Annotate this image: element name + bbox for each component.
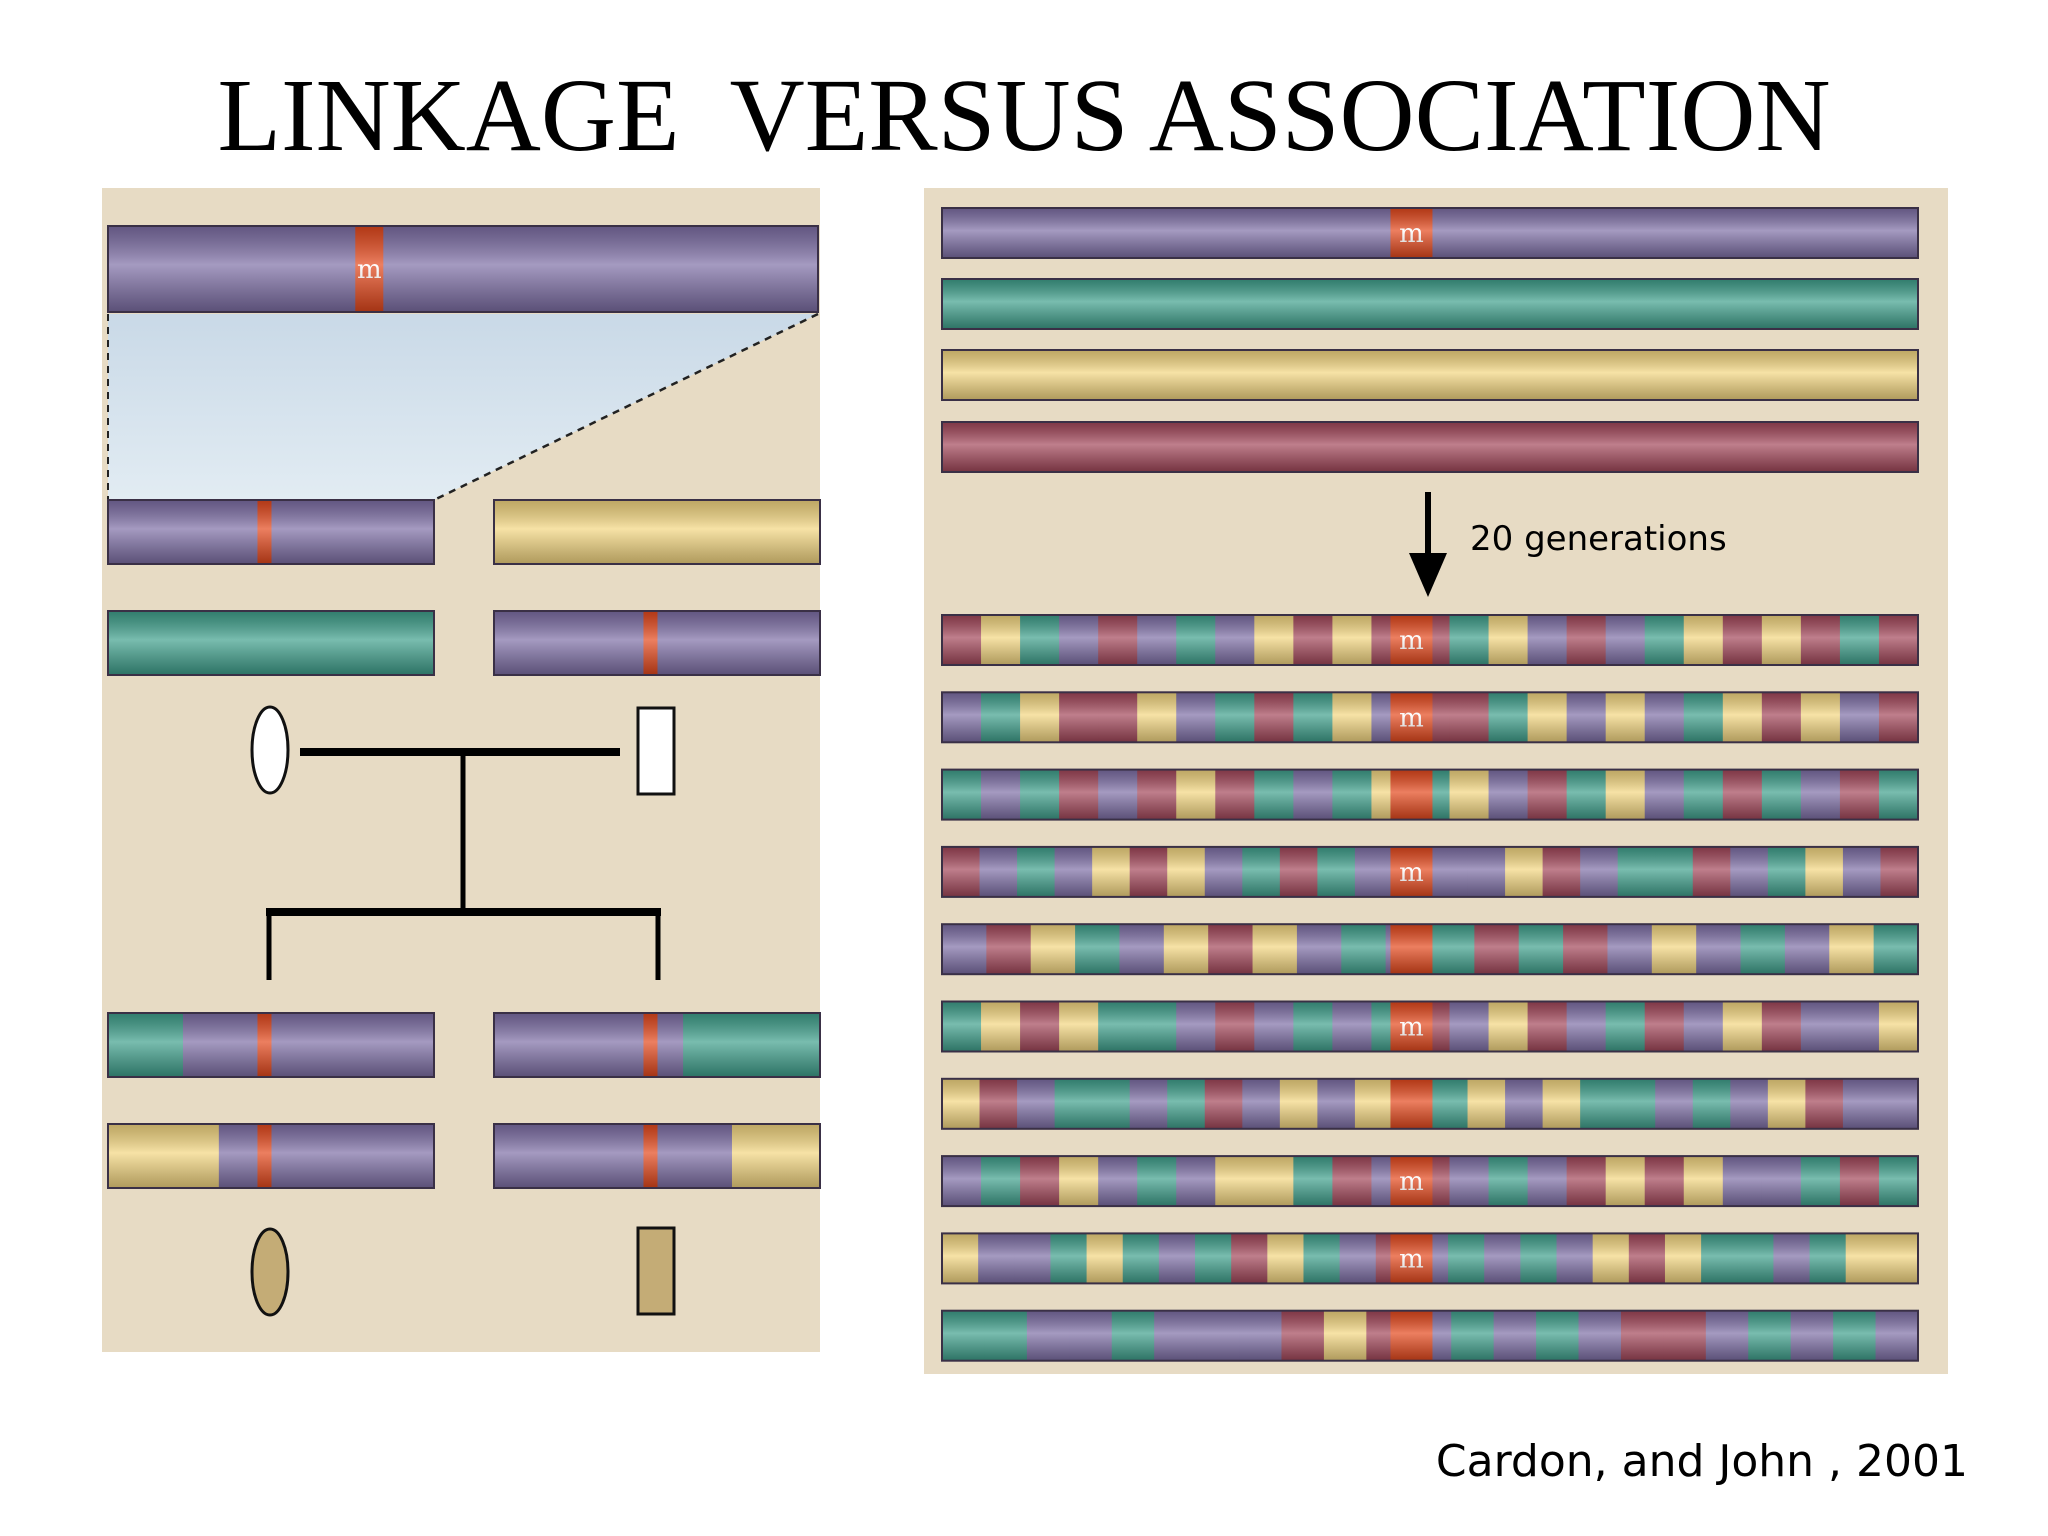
chromosome-outline — [941, 691, 1919, 744]
descendant-chromosome — [941, 1309, 1919, 1362]
page-title: LINKAGE VERSUS ASSOCIATION — [217, 58, 1831, 173]
founder-chromosome — [941, 421, 1919, 473]
chromosome-outline — [941, 614, 1919, 666]
male-parent-symbol — [636, 706, 676, 796]
chromosome-outline — [941, 1077, 1919, 1130]
child-chromosome — [493, 1123, 821, 1189]
descendant-chromosome — [941, 1077, 1919, 1130]
chromosome-outline — [941, 207, 1919, 259]
founder-chromosome: m — [941, 207, 1919, 259]
chromosome-shading — [942, 1233, 1918, 1284]
chromosome-outline — [107, 499, 435, 565]
chromosome-outline — [941, 923, 1919, 976]
founder-chromosome — [941, 278, 1919, 330]
citation: Cardon, and John , 2001 — [1435, 1436, 1968, 1487]
chromosome-shading — [942, 350, 1918, 400]
zoom-region — [108, 314, 818, 500]
chromosome-shading — [494, 1013, 820, 1077]
arrow-label: 20 generations — [1470, 519, 1727, 559]
chromosome-shading — [942, 1310, 1918, 1361]
chromosome-shading — [942, 1156, 1918, 1207]
chromosome-outline — [941, 1309, 1919, 1362]
linkage-figure: m — [107, 225, 821, 1317]
chromosome-outline — [493, 610, 821, 676]
founder-chromosome — [941, 349, 1919, 401]
female-parent-symbol — [250, 705, 290, 795]
chromosome-shading — [494, 1124, 820, 1188]
chromosome-shading — [108, 1124, 434, 1188]
chromosome-shading — [942, 208, 1918, 258]
parent-chromosome — [493, 499, 821, 565]
chromosome-outline — [941, 421, 1919, 473]
source-chromosome: m — [107, 225, 819, 313]
descendant-chromosome: m — [941, 1232, 1919, 1285]
chromosome-shading — [942, 846, 1918, 897]
child-chromosome — [493, 1012, 821, 1078]
chromosome-outline — [107, 610, 435, 676]
chromosome-shading — [942, 615, 1918, 665]
chromosome-outline — [941, 1000, 1919, 1053]
chromosome-outline — [107, 1012, 435, 1078]
descendant-chromosome: m — [941, 1000, 1919, 1053]
affected-male-symbol — [636, 1226, 676, 1316]
descendant-chromosome: m — [941, 1155, 1919, 1208]
chromosome-shading — [494, 500, 820, 564]
chromosome-shading — [108, 611, 434, 675]
chromosome-shading — [942, 1001, 1918, 1052]
chromosome-outline — [493, 1123, 821, 1189]
descendant-chromosome: m — [941, 691, 1919, 744]
chromosome-outline — [941, 1155, 1919, 1208]
affected-female-symbol — [250, 1227, 290, 1317]
chromosome-shading — [108, 226, 818, 312]
descendant-chromosome: m — [941, 845, 1919, 898]
chromosome-outline — [941, 278, 1919, 330]
parent-chromosome — [493, 610, 821, 676]
generations-arrow — [1409, 492, 1447, 597]
zoom-edge-right — [433, 312, 819, 502]
parent-chromosome — [107, 499, 435, 565]
chromosome-outline — [493, 499, 821, 565]
chromosome-outline — [107, 225, 819, 313]
chromosome-outline — [941, 349, 1919, 401]
chromosome-shading — [942, 422, 1918, 472]
chromosome-outline — [941, 845, 1919, 898]
descendant-chromosome: m — [941, 614, 1919, 666]
chromosome-shading — [494, 611, 820, 675]
chromosome-shading — [108, 1013, 434, 1077]
chromosome-outline — [493, 1012, 821, 1078]
chromosome-shading — [942, 1078, 1918, 1129]
child-chromosome — [107, 1012, 435, 1078]
descendant-chromosome — [941, 768, 1919, 821]
chromosome-outline — [941, 768, 1919, 821]
chromosome-outline — [941, 1232, 1919, 1285]
chromosome-shading — [108, 500, 434, 564]
descendant-chromosome — [941, 923, 1919, 976]
chromosome-shading — [942, 279, 1918, 329]
association-figure: mmmmmmm — [941, 207, 1919, 1362]
parent-chromosome — [107, 610, 435, 676]
chromosome-outline — [107, 1123, 435, 1189]
chromosome-shading — [942, 692, 1918, 743]
chromosome-shading — [942, 924, 1918, 975]
child-chromosome — [107, 1123, 435, 1189]
chromosome-shading — [942, 769, 1918, 820]
